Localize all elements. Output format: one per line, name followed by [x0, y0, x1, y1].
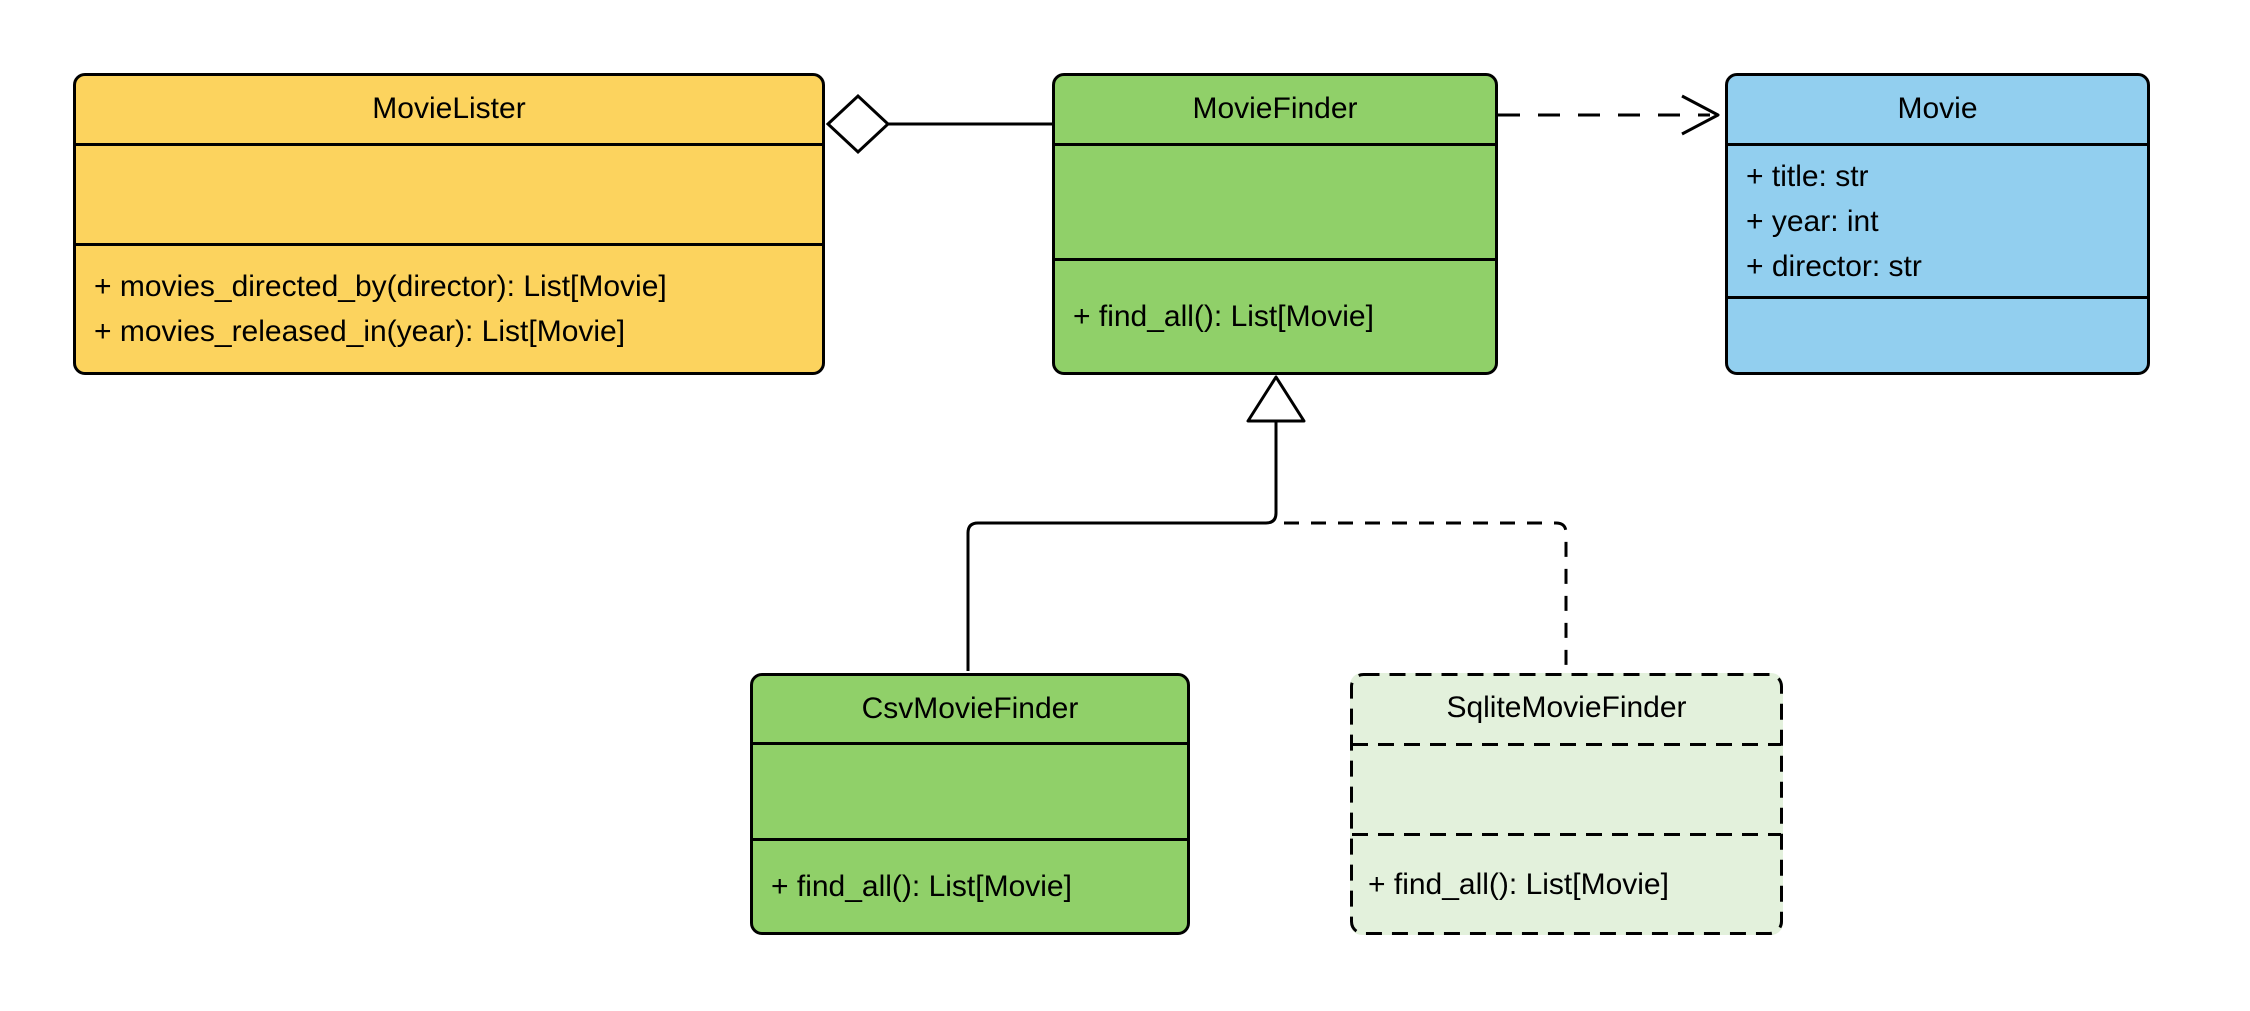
attribute-text: + director: str [1746, 249, 1922, 283]
method-text: + movies_directed_by(director): List[Mov… [94, 270, 667, 303]
methods-compartment: + movies_directed_by(director): List[Mov… [76, 246, 822, 372]
class-title-compartment: MovieFinder [1055, 76, 1495, 146]
class-title-compartment: Movie [1728, 76, 2147, 146]
class-title: SqliteMovieFinder [1446, 690, 1687, 724]
class-box-sqlitemoviefinder[interactable]: SqliteMovieFinder + find_all(): List[Mov… [1350, 673, 1783, 935]
aggregation-diamond [825, 93, 891, 155]
class-title-compartment: MovieLister [76, 76, 822, 146]
attribute-text: + title: str [1746, 159, 1869, 193]
class-title: CsvMovieFinder [861, 691, 1079, 725]
class-title: MovieLister [372, 92, 526, 126]
class-box-movielister[interactable]: MovieLister + movies_directed_by(directo… [73, 73, 825, 375]
method-text: + find_all(): List[Movie] [771, 870, 1072, 903]
methods-compartment: + find_all(): List[Movie] [753, 841, 1187, 932]
class-title-compartment: SqliteMovieFinder [1350, 673, 1783, 743]
method-text: + find_all(): List[Movie] [1073, 300, 1374, 333]
class-title: MovieFinder [1192, 92, 1358, 126]
class-title-compartment: CsvMovieFinder [753, 676, 1187, 745]
attributes-compartment [1055, 146, 1495, 261]
class-box-moviefinder[interactable]: MovieFinder + find_all(): List[Movie] [1052, 73, 1498, 375]
method-text: + find_all(): List[Movie] [1368, 867, 1669, 901]
methods-compartment: + find_all(): List[Movie] [1350, 833, 1783, 935]
inheritance-line-sqlite[interactable] [1284, 521, 1568, 671]
attributes-compartment: + title: str + year: int + director: str [1728, 146, 2147, 299]
class-title: Movie [1897, 92, 1978, 126]
method-text: + movies_released_in(year): List[Movie] [94, 315, 626, 348]
class-box-movie[interactable]: Movie + title: str + year: int + directo… [1725, 73, 2150, 375]
dependency-arrowhead [1681, 94, 1720, 136]
inheritance-triangle [1246, 375, 1306, 423]
methods-compartment: + find_all(): List[Movie] [1055, 261, 1495, 372]
inheritance-line-csv[interactable] [966, 421, 1278, 671]
sqlite-box-dashed-border [1350, 673, 1783, 935]
attribute-text: + year: int [1746, 204, 1879, 238]
attributes-compartment [76, 146, 822, 246]
attributes-compartment [753, 745, 1187, 841]
class-box-csvmoviefinder[interactable]: CsvMovieFinder + find_all(): List[Movie] [750, 673, 1190, 935]
